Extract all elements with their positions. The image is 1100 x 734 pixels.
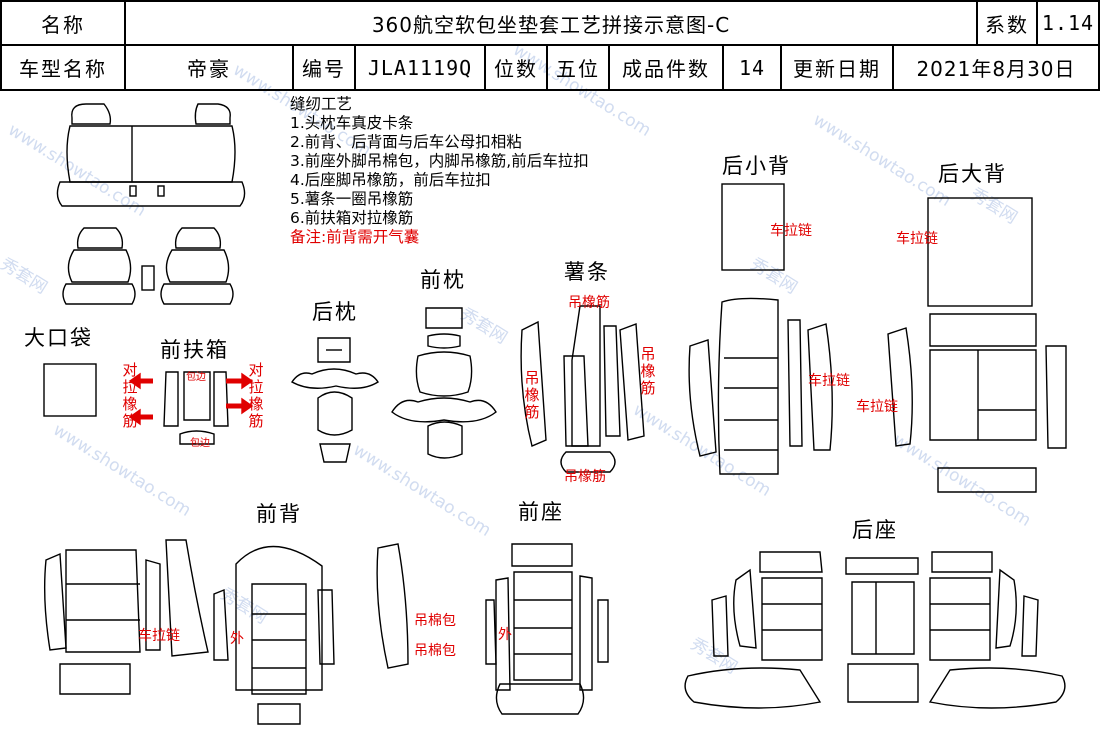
annotation-fries-hang-elastic-right: 吊橡筋 — [640, 345, 656, 397]
annotation-fries-hang-elastic-left: 吊橡筋 — [524, 369, 540, 421]
label-fries: 薯条 — [564, 260, 610, 284]
note-item: 4.后座脚吊橡筋，前后车拉扣 — [290, 171, 491, 189]
annotation-pull-elastic-right: 对拉橡筋 — [248, 361, 264, 430]
document-title: 360航空软包坐垫套工艺拼接示意图-C — [126, 2, 978, 44]
seats-label: 位数 — [486, 46, 548, 89]
label-rear-seat: 后座 — [852, 518, 898, 542]
annotation-front-back-zipper: 车拉链 — [138, 628, 180, 644]
fries-strip-pieces — [520, 305, 645, 473]
label-front-seat: 前座 — [518, 500, 564, 524]
rear-seat-pieces — [684, 551, 1066, 709]
note-item: 2.前背、后背面与后车公母扣相粘 — [290, 133, 522, 151]
annotation-pull-elastic-left: 对拉橡筋 — [122, 361, 138, 430]
label-rear-big-back: 后大背 — [938, 162, 1007, 186]
label-rear-headrest: 后枕 — [312, 300, 358, 324]
note-item: 5.薯条一圈吊橡筋 — [290, 190, 414, 208]
front-headrest-pieces — [391, 307, 497, 459]
model-label: 车型名称 — [2, 46, 126, 89]
label-front-back: 前背 — [256, 502, 302, 526]
notes-title: 缝纫工艺 — [290, 95, 353, 113]
note-item: 3.前座外脚吊棉包，内脚吊橡筋,前后车拉扣 — [290, 152, 589, 170]
front-seat-pieces — [376, 543, 609, 715]
label-front-armrest: 前扶箱 — [160, 338, 229, 362]
front-armrest-pieces — [128, 371, 254, 445]
rear-small-back-pieces — [688, 183, 833, 475]
annotation-front-seat-outer: 外 — [498, 627, 512, 643]
big-pocket-piece — [43, 363, 97, 417]
rear-big-back-pieces — [887, 197, 1067, 493]
coefficient-value: 1.14 — [1041, 11, 1095, 35]
notes-remark: 备注:前背需开气囊 — [290, 228, 420, 246]
annotation-front-back-outer: 外 — [230, 631, 244, 647]
note-item: 6.前扶箱对拉橡筋 — [290, 209, 414, 227]
label-big-pocket: 大口袋 — [24, 326, 93, 350]
rear-bench-overview — [56, 103, 246, 207]
header-table: 名称 360航空软包坐垫套工艺拼接示意图-C 系数 1.14 车型名称 帝豪 编… — [0, 0, 1100, 91]
seats-value: 五位 — [548, 46, 610, 89]
note-item: 1.头枕车真皮卡条 — [290, 114, 414, 132]
front-seats-overview — [62, 227, 234, 305]
annotation-edge-wrap-bottom: 包边 — [190, 438, 210, 449]
model-value: 帝豪 — [126, 46, 294, 89]
date-label: 更新日期 — [782, 46, 894, 89]
code-value: JLA1119Q — [356, 46, 486, 89]
annotation-fries-hang-elastic-bottom: 吊橡筋 — [564, 469, 606, 485]
front-back-pieces — [43, 539, 335, 725]
sewing-notes: 缝纫工艺 1.头枕车真皮卡条 2.前背、后背面与后车公母扣相粘 3.前座外脚吊棉… — [290, 95, 589, 247]
annotation-rear-big-back-zipper-2: 车拉链 — [856, 399, 898, 415]
annotation-fries-hang-elastic-top: 吊橡筋 — [568, 295, 610, 311]
pieces-value: 14 — [724, 46, 782, 89]
annotation-rear-small-back-zipper-2: 车拉链 — [808, 373, 850, 389]
annotation-rear-big-back-zipper: 车拉链 — [896, 231, 938, 247]
date-value: 2021年8月30日 — [916, 57, 1076, 81]
annotation-rear-small-back-zipper: 车拉链 — [770, 223, 812, 239]
annotation-front-seat-hang-cotton-1: 吊棉包 — [414, 613, 456, 629]
name-label: 名称 — [2, 2, 126, 44]
pieces-label: 成品件数 — [610, 46, 724, 89]
code-label: 编号 — [294, 46, 356, 89]
rear-headrest-pieces — [290, 337, 379, 463]
annotation-edge-wrap-top: 包边 — [186, 372, 206, 383]
coefficient-label: 系数 — [978, 2, 1038, 44]
label-front-headrest: 前枕 — [420, 268, 466, 292]
label-rear-small-back: 后小背 — [722, 154, 791, 178]
annotation-front-seat-hang-cotton-2: 吊棉包 — [414, 643, 456, 659]
